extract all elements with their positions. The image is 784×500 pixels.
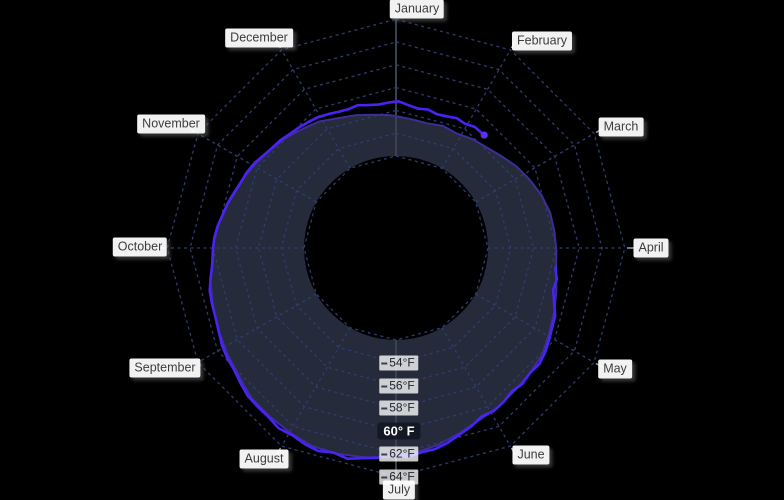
- month-label-november: November: [137, 114, 205, 134]
- tick-mark: [381, 385, 388, 387]
- tick-text: 56°F: [389, 378, 415, 393]
- month-label-march: March: [598, 117, 644, 137]
- month-label-october: October: [112, 237, 168, 257]
- month-label-december: December: [225, 28, 293, 48]
- tick-mark: [381, 362, 388, 364]
- tick-mark: [381, 453, 388, 455]
- month-label-february: February: [511, 31, 573, 51]
- tick-text: 62°F: [389, 446, 415, 461]
- tick-mark: [381, 476, 388, 478]
- radial-tick-highlight: 60° F: [377, 422, 421, 440]
- tick-text: 54°F: [389, 355, 415, 370]
- radial-tick-label: 64°F: [379, 469, 419, 485]
- temperature-band-fill: [210, 114, 557, 458]
- month-label-july: July: [382, 480, 416, 500]
- grid-ring: [280, 132, 512, 364]
- month-label-june: June: [512, 445, 550, 465]
- radial-tick-label: 62°F: [379, 446, 419, 462]
- month-label-may: May: [598, 359, 632, 379]
- radial-tick-label: 56°F: [379, 378, 419, 394]
- recent-series-line: [208, 100, 559, 460]
- tick-mark: [381, 407, 388, 409]
- series-end-dot: [480, 131, 488, 139]
- radial-tick-label: 54°F: [379, 355, 419, 371]
- month-label-january: January: [389, 0, 445, 19]
- month-label-august: August: [239, 449, 289, 469]
- month-label-september: September: [129, 358, 201, 378]
- month-label-april: April: [633, 238, 669, 258]
- grid-ring: [303, 155, 489, 341]
- tick-text: 58°F: [389, 400, 415, 415]
- tick-text: 60° F: [383, 423, 415, 439]
- tick-text: 64°F: [389, 469, 415, 484]
- radial-tick-label: 58°F: [379, 400, 419, 416]
